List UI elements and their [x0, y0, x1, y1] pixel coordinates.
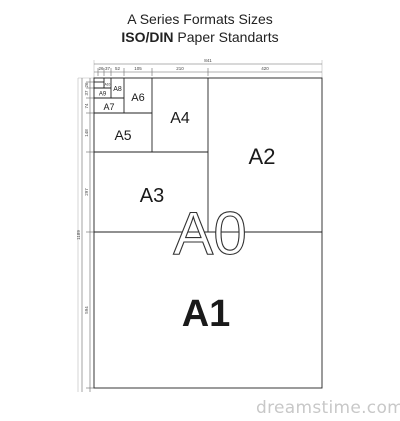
label-a9: A9	[99, 92, 107, 98]
dim-left-37: 37	[84, 90, 89, 96]
label-a0: A0	[173, 200, 246, 267]
label-a6: A6	[131, 92, 144, 104]
label-a1: A1	[182, 293, 231, 335]
left-dimension-lines	[81, 78, 94, 392]
dim-top-26: 26	[98, 66, 104, 71]
label-a5: A5	[114, 127, 131, 143]
title-block: A Series Formats Sizes ISO/DIN Paper Sta…	[0, 10, 400, 46]
label-a8: A8	[113, 86, 122, 93]
subtitle-rest: Paper Standarts	[173, 29, 279, 45]
dim-top-52: 52	[115, 66, 121, 71]
dim-left-1189: 1189	[76, 230, 81, 240]
dim-left-594: 594	[84, 306, 89, 314]
dim-left-297: 297	[84, 188, 89, 196]
label-a4: A4	[170, 110, 190, 127]
paper-frames	[93, 77, 323, 389]
watermark-text: dreamstime.com	[256, 398, 400, 418]
dim-top-37: 37	[105, 66, 111, 71]
diagram-title: A Series Formats Sizes	[127, 11, 273, 27]
dim-top-420: 420	[261, 66, 269, 71]
label-a2: A2	[249, 144, 276, 169]
dim-top-841: 841	[204, 58, 212, 63]
subtitle-bold: ISO/DIN	[121, 29, 174, 45]
dim-left-148: 148	[84, 129, 89, 137]
dim-left-74: 74	[84, 103, 89, 109]
label-a10: A10	[105, 83, 111, 87]
dim-top-105: 105	[134, 66, 142, 71]
top-dimension-lines	[94, 63, 322, 76]
diagram-subtitle: ISO/DIN Paper Standarts	[0, 28, 400, 46]
label-a3: A3	[140, 185, 164, 207]
dim-top-210: 210	[176, 66, 184, 71]
dim-left-26: 26	[84, 82, 89, 88]
label-a7: A7	[103, 102, 114, 112]
